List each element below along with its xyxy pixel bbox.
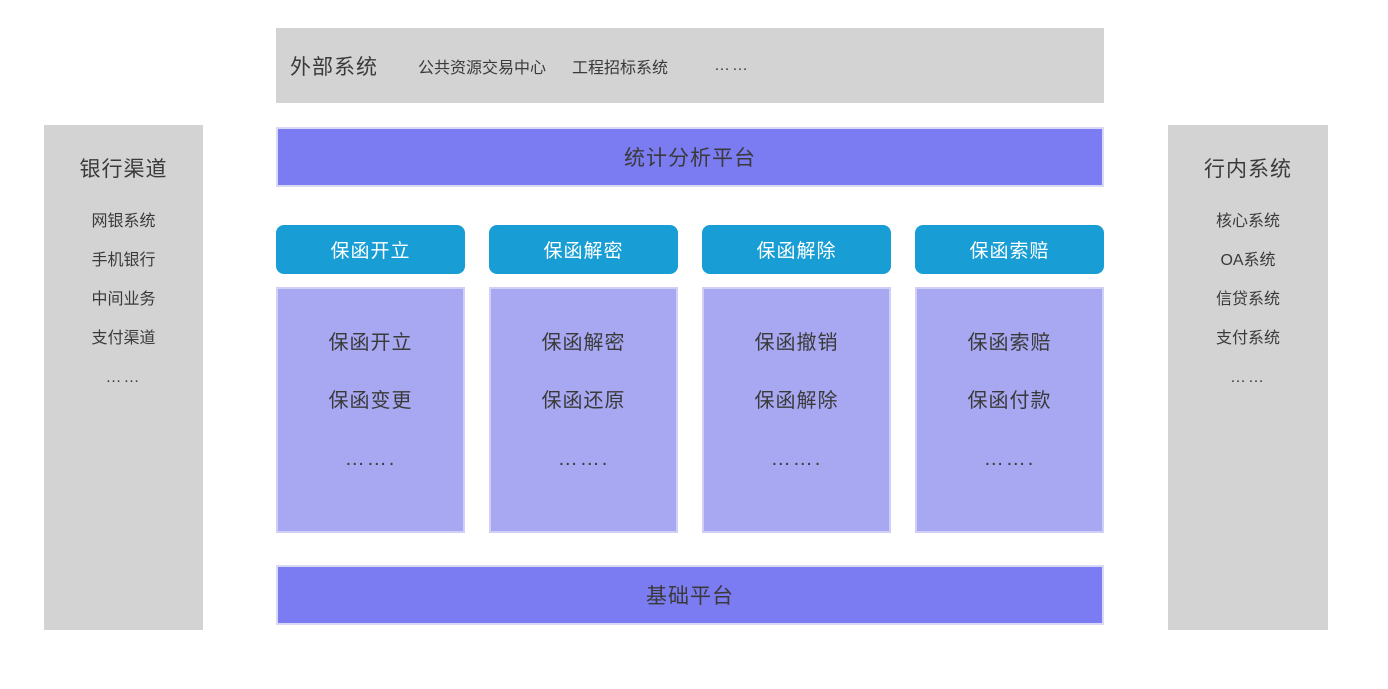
external-system-item: 工程招标系统 (572, 59, 669, 77)
column-guarantee-claim: 保函索赔 保函索赔 保函付款 ……. (915, 225, 1104, 533)
column-body: 保函撤销 保函解除 ……. (702, 287, 891, 533)
internal-systems-panel: 行内系统 核心系统 OA系统 信贷系统 支付系统 …… (1168, 125, 1328, 630)
statistics-analysis-platform-bar: 统计分析平台 (276, 127, 1104, 187)
column-item: 保函解密 (541, 332, 626, 354)
column-body: 保函索赔 保函付款 ……. (915, 287, 1104, 533)
column-ellipsis: ……. (344, 448, 397, 470)
column-item: 保函解除 (754, 390, 839, 412)
column-guarantee-release: 保函解除 保函撤销 保函解除 ……. (702, 225, 891, 533)
bank-channel-item: 中间业务 (91, 291, 156, 308)
bank-channel-ellipsis: …… (105, 369, 142, 386)
column-item: 保函撤销 (754, 332, 839, 354)
internal-system-item: 核心系统 (1215, 213, 1280, 230)
function-columns: 保函开立 保函开立 保函变更 ……. 保函解密 保函解密 保函还原 ……. 保函… (276, 225, 1104, 533)
base-platform-bar: 基础平台 (276, 565, 1104, 625)
column-item: 保函索赔 (967, 332, 1052, 354)
column-item: 保函付款 (967, 390, 1052, 412)
column-ellipsis: ……. (770, 448, 823, 470)
column-item: 保函变更 (328, 390, 413, 412)
column-header: 保函解除 (702, 225, 891, 274)
internal-systems-title: 行内系统 (1204, 158, 1292, 181)
external-system-item: 公共资源交易中心 (418, 59, 547, 77)
internal-system-item: 支付系统 (1215, 330, 1280, 347)
column-header: 保函解密 (489, 225, 678, 274)
internal-system-item: 信贷系统 (1215, 291, 1280, 308)
column-ellipsis: ……. (557, 448, 610, 470)
column-item: 保函还原 (541, 390, 626, 412)
bank-channel-item: 支付渠道 (91, 330, 156, 347)
external-systems-title: 外部系统 (290, 55, 378, 79)
bank-channel-item: 手机银行 (91, 252, 156, 269)
bank-channel-item: 网银系统 (91, 213, 156, 230)
column-ellipsis: ……. (983, 448, 1036, 470)
column-body: 保函开立 保函变更 ……. (276, 287, 465, 533)
internal-system-item: OA系统 (1220, 252, 1276, 269)
column-guarantee-issuance: 保函开立 保函开立 保函变更 ……. (276, 225, 465, 533)
external-system-ellipsis: …… (714, 56, 751, 74)
column-item: 保函开立 (328, 332, 413, 354)
internal-system-ellipsis: …… (1230, 369, 1266, 386)
external-systems-bar: 外部系统 公共资源交易中心 工程招标系统 …… (276, 28, 1104, 103)
column-header: 保函索赔 (915, 225, 1104, 274)
column-guarantee-decryption: 保函解密 保函解密 保函还原 ……. (489, 225, 678, 533)
column-header: 保函开立 (276, 225, 465, 274)
bank-channels-title: 银行渠道 (79, 158, 168, 181)
column-body: 保函解密 保函还原 ……. (489, 287, 678, 533)
bank-channels-panel: 银行渠道 网银系统 手机银行 中间业务 支付渠道 …… (44, 125, 203, 630)
